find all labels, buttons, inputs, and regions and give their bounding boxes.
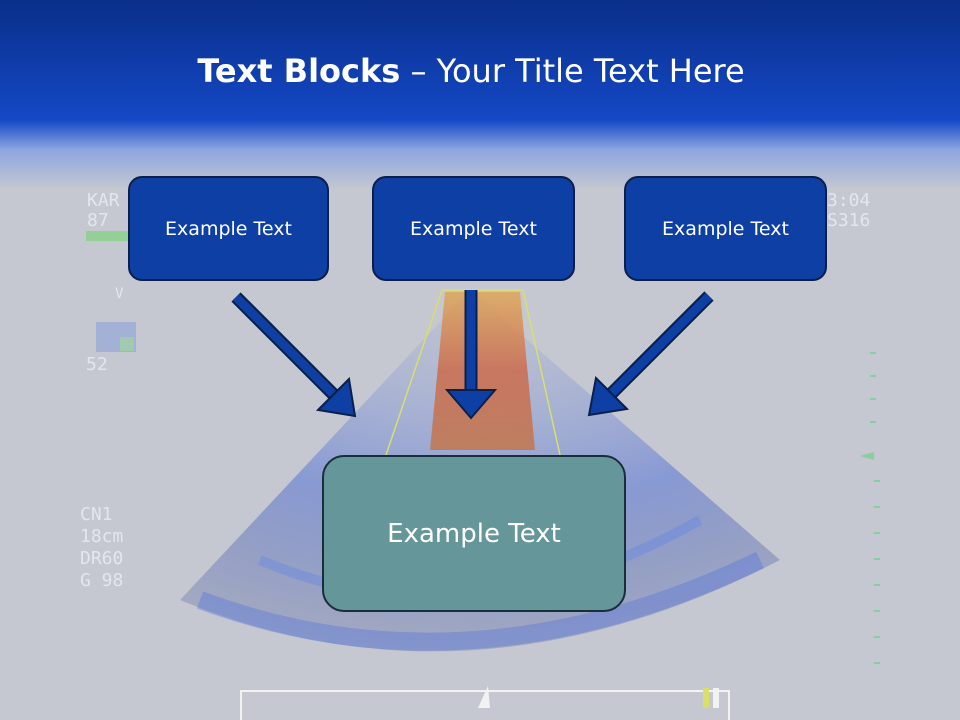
overlay-top-left-2: 87 xyxy=(87,210,109,231)
title-bold: Text Blocks xyxy=(197,52,401,90)
overlay-setting-1: CN1 xyxy=(80,504,113,525)
text-block-center[interactable]: Example Text xyxy=(372,176,575,281)
slide-title: Text Blocks – Your Title Text Here xyxy=(0,52,942,90)
text-block-center-label: Example Text xyxy=(410,217,537,240)
text-block-left-label: Example Text xyxy=(165,217,292,240)
overlay-setting-4: G 98 xyxy=(80,570,123,591)
title-dash: – xyxy=(400,52,437,90)
overlay-scale-bottom: 52 xyxy=(86,354,108,375)
overlay-top-right-2: S316 xyxy=(827,210,870,231)
overlay-setting-2: 18cm xyxy=(80,526,123,547)
overlay-top-right-1: 3:04 xyxy=(827,190,870,211)
target-block[interactable]: Example Text xyxy=(322,455,626,612)
title-rest: Your Title Text Here xyxy=(436,52,745,90)
text-block-left[interactable]: Example Text xyxy=(128,176,329,281)
target-block-label: Example Text xyxy=(387,518,561,549)
overlay-top-left-1: KAR xyxy=(87,190,120,211)
overlay-scale-mid: V xyxy=(115,286,124,302)
title-banner xyxy=(0,0,960,190)
text-block-right[interactable]: Example Text xyxy=(624,176,827,281)
text-block-right-label: Example Text xyxy=(662,217,789,240)
overlay-setting-3: DR60 xyxy=(80,548,123,569)
